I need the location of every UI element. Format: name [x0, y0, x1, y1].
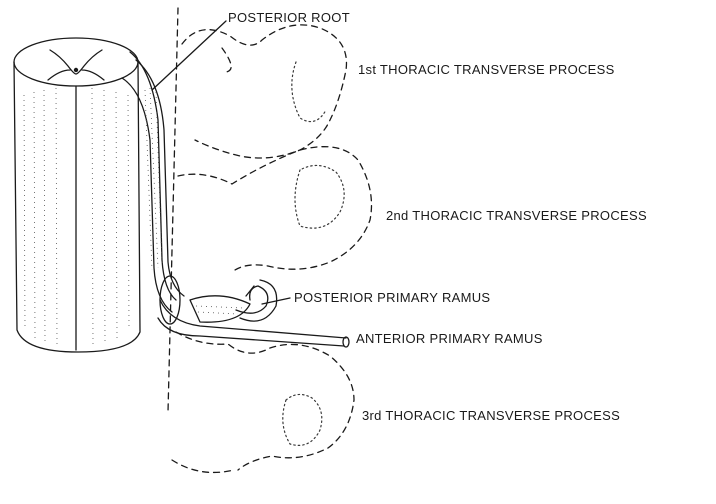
leader-lines	[152, 21, 290, 304]
label-posterior-ramus: POSTERIOR PRIMARY RAMUS	[294, 290, 490, 305]
first-transverse-process	[182, 25, 346, 158]
label-third-process: 3rd THORACIC TRANSVERSE PROCESS	[362, 408, 620, 423]
label-anterior-ramus: ANTERIOR PRIMARY RAMUS	[356, 331, 543, 346]
third-transverse-process	[172, 332, 354, 472]
label-second-process: 2nd THORACIC TRANSVERSE PROCESS	[386, 208, 647, 223]
label-first-process: 1st THORACIC TRANSVERSE PROCESS	[358, 62, 615, 77]
midline	[168, 8, 178, 412]
label-posterior-root: POSTERIOR ROOT	[228, 10, 350, 25]
posterior-root-nerve	[122, 52, 184, 312]
spinal-cord	[14, 38, 140, 352]
second-transverse-process	[178, 147, 372, 272]
